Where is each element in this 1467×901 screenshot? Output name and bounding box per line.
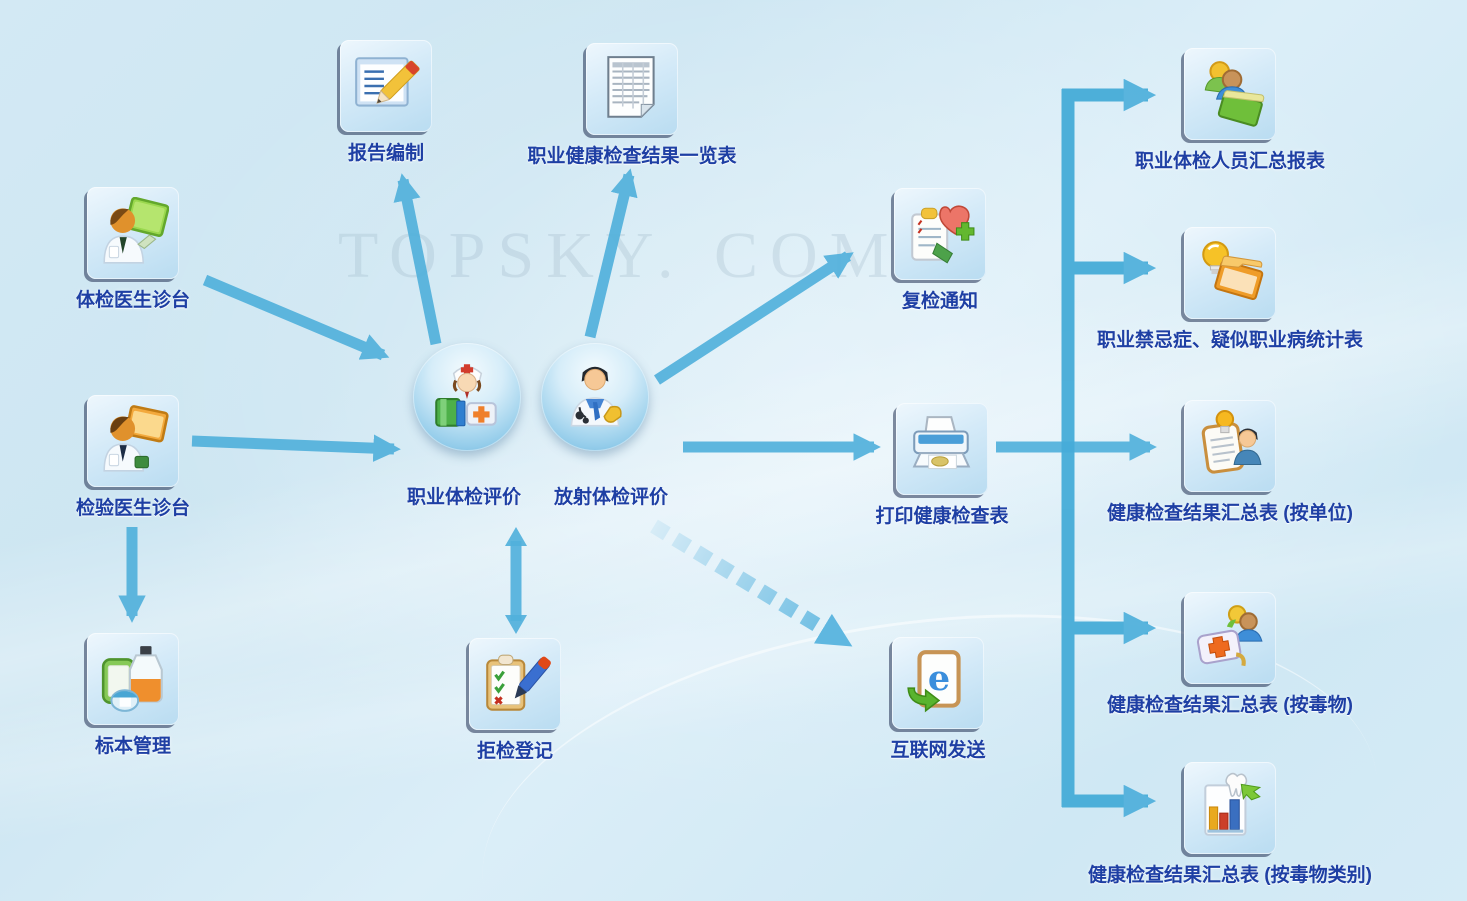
rad-eval-label: 放射体检评价 [553,487,668,508]
doctor-figure-icon [570,366,622,427]
stat-taboo-tile[interactable] [1184,227,1276,319]
doctor-green-board-icon [103,197,169,264]
node-result-list: 职业健康检查结果一览表 [482,43,782,168]
node-label: 复检通知 [901,291,978,312]
internet-tile[interactable]: e [892,637,984,729]
barchart-tooth-arrow-icon [1204,772,1262,836]
exam-doctor-tile[interactable] [87,187,179,279]
arrowhead-up [505,527,527,546]
nurse-books-firstaid-icon [435,364,497,427]
document-pencil-icon [355,57,420,107]
checklist-pen-icon [486,654,551,711]
summary-personnel-tile[interactable] [1184,48,1276,140]
node-label: 报告编制 [347,143,424,164]
report-tile[interactable] [340,40,432,132]
arrowhead-down [505,615,527,634]
node-label: 打印健康检查表 [875,506,1009,527]
clipboard-heart-plus-icon [911,205,975,264]
node-label: 健康检查结果汇总表 (按毒物类别) [1088,865,1372,886]
print-tile[interactable] [896,403,988,495]
node-summary-toxin-cat: 健康检查结果汇总表 (按毒物类别) [1035,762,1425,887]
node-recheck: 复检通知 [840,188,1040,313]
specimen-tile[interactable] [87,633,179,725]
node-lab-doctor: 检验医生诊台 [33,395,233,520]
node-specimen: 标本管理 [33,633,233,758]
node-refuse: 拒检登记 [415,638,615,763]
node-label: 职业体检人员汇总报表 [1134,151,1325,172]
firstaid-people-icon [1196,605,1263,667]
doctor-orange-folder-icon [103,405,169,472]
node-summary-unit: 健康检查结果汇总表 (按单位) [1050,400,1410,525]
arrow-dashed-to-internet [650,519,853,649]
node-report: 报告编制 [286,40,486,165]
node-internet: e 互联网发送 [838,637,1038,762]
node-label: 拒检登记 [476,741,553,762]
specimen-bottle-icon [101,646,163,712]
node-label: 职业健康检查结果一览表 [527,146,737,167]
printer-icon [912,416,971,470]
node-exam-doctor: 体检医生诊台 [33,187,233,312]
occ-eval-label: 职业体检评价 [406,487,521,508]
lab-doctor-tile[interactable] [87,395,179,487]
node-label: 职业禁忌症、疑似职业病统计表 [1096,330,1363,351]
node-label: 检验医生诊台 [75,498,190,519]
table-sheet-icon [607,56,655,119]
result-list-tile[interactable] [586,43,678,135]
summary-unit-tile[interactable] [1184,400,1276,492]
node-label: 标本管理 [94,736,171,757]
node-stat-taboo: 职业禁忌症、疑似职业病统计表 [1050,227,1410,352]
summary-toxin-cat-tile[interactable] [1184,762,1276,854]
people-folder-icon [1204,61,1265,127]
occ-eval-circle[interactable] [413,343,521,451]
bulb-folder-icon [1202,241,1264,301]
node-label: 健康检查结果汇总表 (按单位) [1107,503,1353,524]
clipboard-bulb-person-icon [1201,410,1262,474]
svg-text:e: e [928,658,950,699]
arrow-eval-to-report [393,173,442,346]
refuse-tile[interactable] [469,638,561,730]
watermark: TOPSKY. COM [338,219,901,292]
recheck-tile[interactable] [894,188,986,280]
node-label: 互联网发送 [890,740,986,761]
node-summary-toxin: 健康检查结果汇总表 (按毒物) [1050,592,1410,717]
browser-send-icon: e [907,650,961,713]
arrow-eval-to-recheck [654,251,854,385]
node-print: 打印健康检查表 [842,403,1042,528]
arrow-eval-to-resultlist [584,168,638,339]
node-summary-personnel: 职业体检人员汇总报表 [1050,48,1410,173]
rad-eval-circle[interactable] [541,343,649,451]
node-label: 体检医生诊台 [75,290,190,311]
summary-toxin-tile[interactable] [1184,592,1276,684]
node-label: 健康检查结果汇总表 (按毒物) [1107,695,1353,716]
